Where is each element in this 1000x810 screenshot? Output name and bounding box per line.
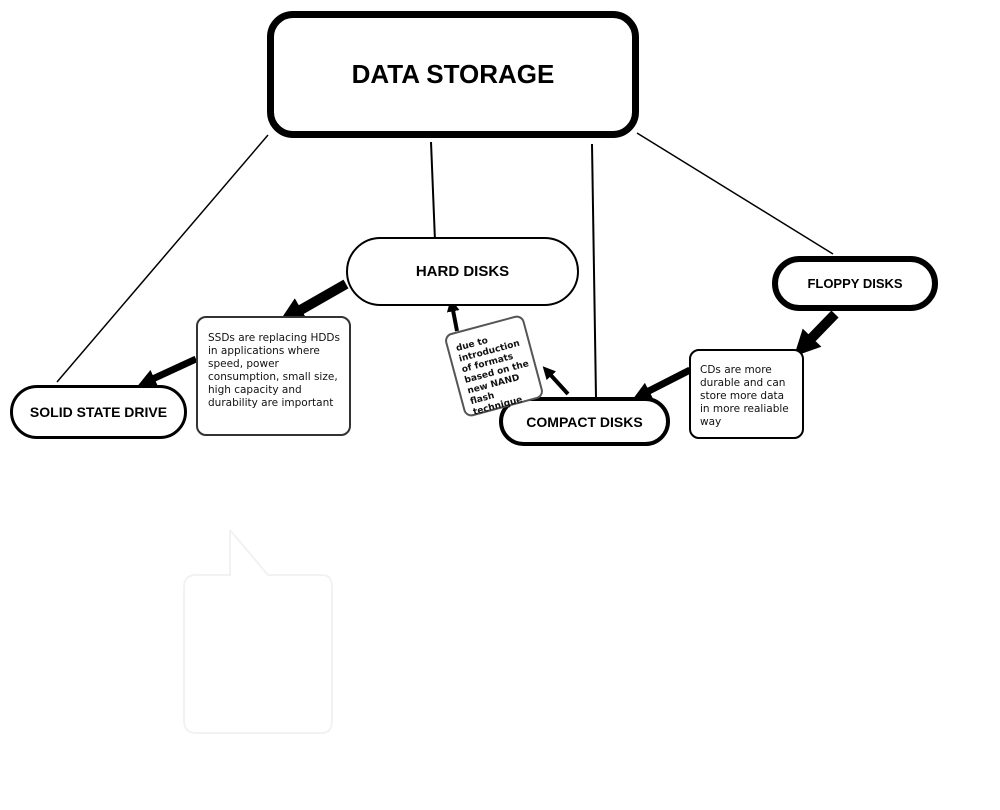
edge-root-hard-disks: [430, 141, 436, 242]
data-storage-node: DATA STORAGE: [267, 11, 639, 138]
edge-root-floppy-disks: [636, 132, 834, 255]
solid-state-drive-node: SOLID STATE DRIVE: [10, 385, 187, 439]
compact-disks-node: COMPACT DISKS: [499, 397, 670, 446]
arrow-hard-disks-to-ssd-note: [278, 279, 349, 323]
edge-root-ssd: [56, 134, 269, 383]
faded-speech-bubble: [183, 530, 333, 734]
arrow-nand-note-to-hard-disks: [446, 298, 460, 332]
arrow-ssd-note-to-ssd: [137, 355, 198, 387]
hard-disks-node: HARD DISKS: [346, 237, 579, 306]
arrow-cd-note-to-compact-disks: [632, 366, 692, 400]
floppy-disks-node: FLOPPY DISKS: [772, 256, 938, 311]
cd-note: CDs are more durable and can store more …: [689, 349, 804, 439]
arrow-compact-disks-to-nand-note: [542, 366, 570, 396]
ssd-note: SSDs are replacing HDDs in applications …: [196, 316, 351, 436]
arrow-floppy-to-cd-note: [793, 310, 839, 357]
edge-root-compact-disks: [591, 143, 597, 399]
